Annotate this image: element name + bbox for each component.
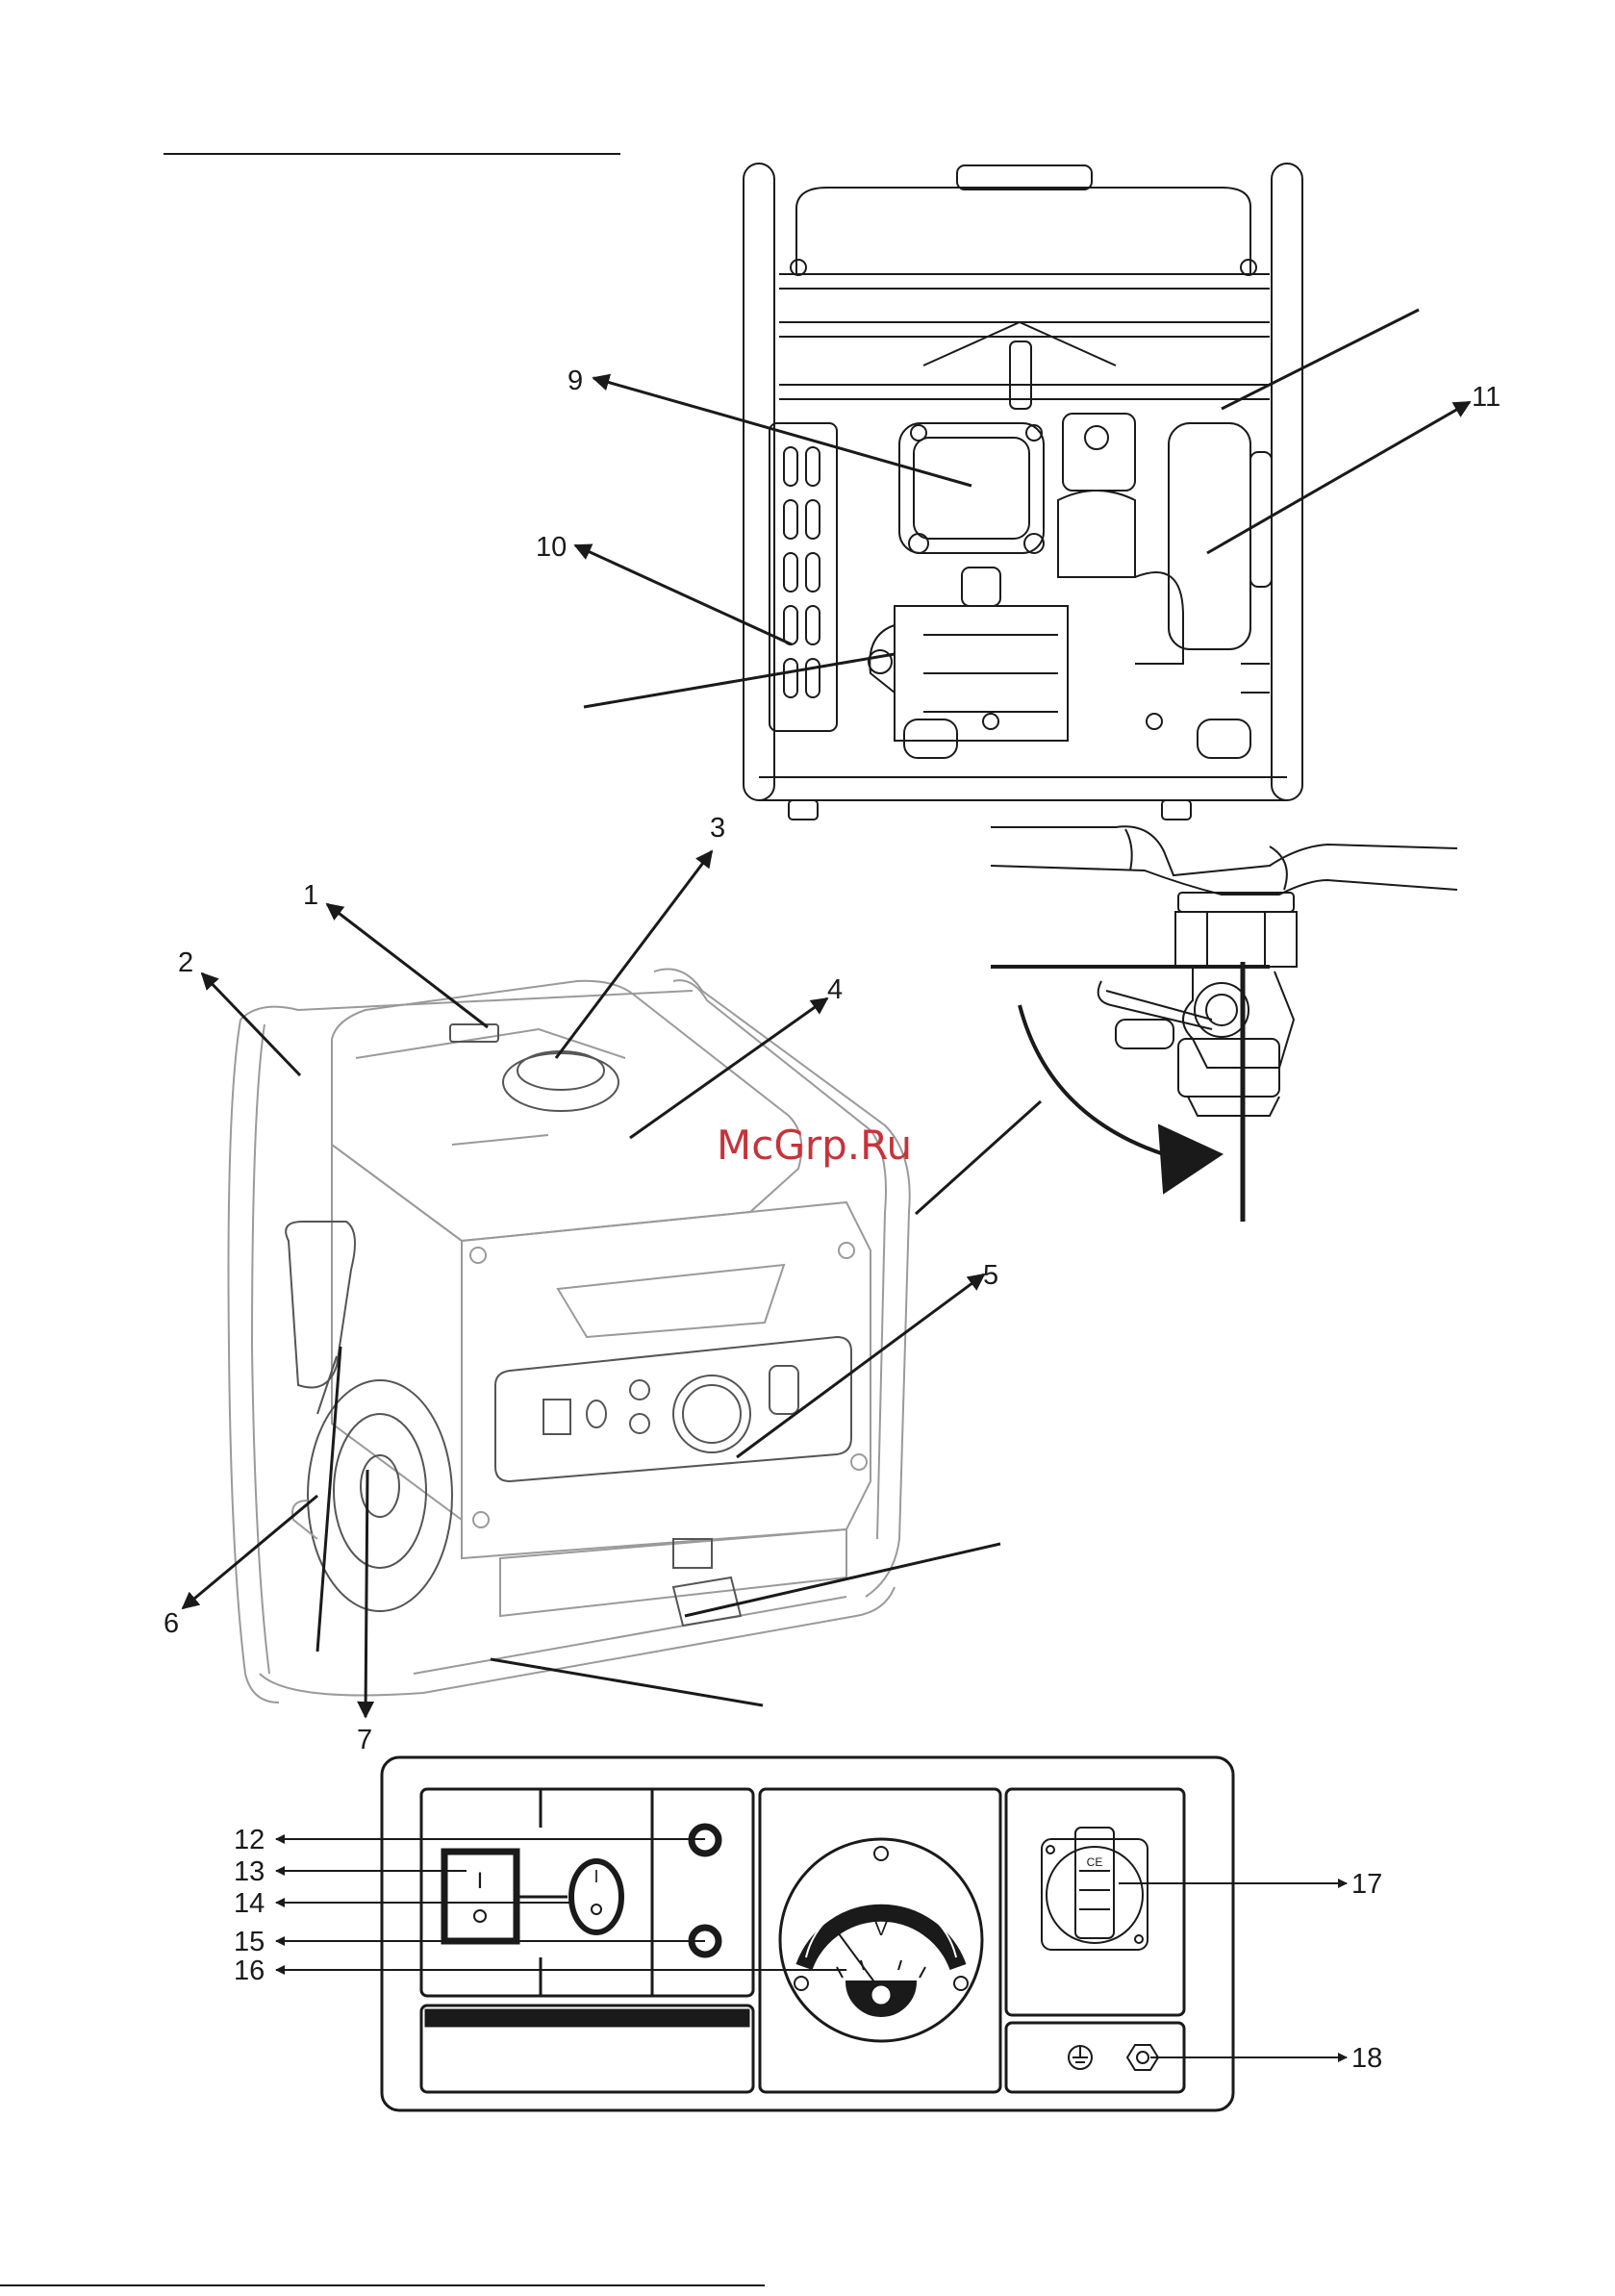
callout-1: 1 (303, 880, 318, 911)
choke-mark: I (593, 1867, 598, 1886)
callout-6: 6 (164, 1608, 179, 1639)
control-panel-schematic (382, 1757, 1233, 2110)
fuel-valve-detail (991, 826, 1457, 1222)
leader-lines (183, 310, 1470, 2057)
ignition-switch[interactable] (444, 1852, 517, 1941)
voltmeter-unit: V (874, 1919, 888, 1940)
callout-4: 4 (827, 974, 843, 1005)
callout-17: 17 (1351, 1869, 1382, 1900)
voltmeter (780, 1839, 982, 2041)
callout-5: 5 (983, 1260, 998, 1291)
generator-main-drawing (229, 970, 910, 1703)
callout-10: 10 (536, 532, 567, 563)
callout-13: 13 (234, 1856, 265, 1887)
switch-off-circle (474, 1910, 486, 1922)
callout-18: 18 (1351, 2043, 1382, 2074)
callout-11: 11 (1472, 382, 1501, 413)
rear-view-drawing (744, 164, 1302, 820)
watermark: McGrp.Ru (717, 1122, 912, 1169)
switch-on-mark: I (477, 1868, 484, 1894)
callout-16: 16 (234, 1955, 265, 1986)
callout-9: 9 (568, 366, 583, 396)
ac-socket (1042, 1828, 1148, 1950)
callout-3: 3 (710, 813, 725, 844)
socket-mark: CE (1087, 1855, 1103, 1869)
callout-14: 14 (234, 1888, 265, 1919)
earth-terminal (1069, 2045, 1158, 2070)
callout-7: 7 (357, 1725, 372, 1755)
callout-15: 15 (234, 1927, 265, 1957)
choke-circle (592, 1905, 601, 1914)
callout-2: 2 (178, 947, 193, 978)
callout-12: 12 (234, 1825, 265, 1855)
